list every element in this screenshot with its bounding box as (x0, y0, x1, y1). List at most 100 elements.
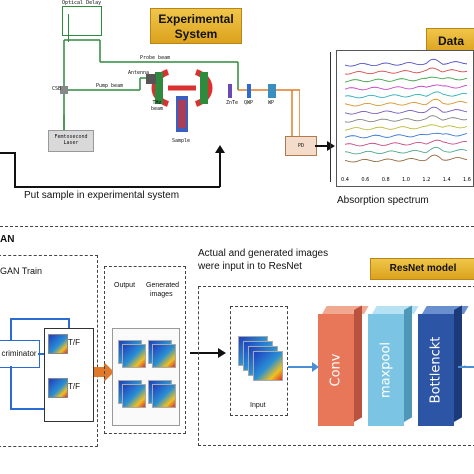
spectrum-line (344, 67, 468, 75)
tf-top-box (48, 334, 68, 354)
section-divider (0, 226, 474, 227)
spectrum-line (344, 84, 468, 91)
put-sample-caption: Put sample in experimental system (24, 190, 180, 201)
spectrum-line (344, 58, 468, 67)
experimental-title-line1: Experimental (158, 12, 234, 26)
optical-delay-label: Optical Delay (62, 0, 102, 6)
spectrum-line (344, 106, 468, 115)
sample-input-line-bottom (14, 186, 220, 188)
x-tick-label: 1.0 (402, 177, 410, 183)
feedback-line-left (10, 318, 12, 340)
ellipsis-icon: •• (460, 362, 467, 372)
resnet-title-box: ResNet model (370, 258, 474, 280)
x-tick-label: 0.4 (341, 177, 349, 183)
qwp-label: QWP (244, 100, 254, 106)
pd-box: PD (285, 136, 317, 156)
arrow-right-icon (218, 348, 226, 358)
experimental-title-line2: System (174, 27, 218, 41)
continuation-arrow (458, 366, 474, 368)
data-bracket-left (330, 52, 335, 182)
conv-block-front: Conv (318, 314, 354, 426)
znte-label: ZnTe (226, 100, 239, 106)
csb-label: CSB (52, 86, 62, 92)
conv-block: Conv (318, 305, 369, 426)
pump-beam-label: Pump beam (96, 83, 124, 89)
resnet-caption-line1: Actual and generated images (198, 248, 329, 259)
data-plot-svg: 0.4 0.6 0.8 1.0 1.2 1.4 1.6 (341, 58, 471, 183)
spectrum-line (344, 139, 468, 147)
x-tick-label: 1.6 (463, 177, 471, 183)
gan-section-label: AN (0, 234, 15, 245)
generated-image-tile (152, 384, 176, 408)
spectrum-line (344, 91, 468, 99)
spectrum-line (344, 124, 468, 131)
tf-bottom-box (48, 378, 68, 398)
spectrum-line (344, 146, 468, 155)
spectrum-line (344, 132, 468, 139)
spectrum-line (344, 154, 468, 163)
spectrum-line (344, 115, 468, 123)
beam-path-diagram (60, 39, 300, 140)
optical-delay-arrow (68, 14, 69, 42)
femtosecond-laser-box: Femtosecond Laser (48, 130, 94, 152)
femtosecond-label-line1: Femtosecond (54, 134, 88, 140)
maxpool-block-side (404, 305, 412, 422)
x-tick-label: 0.6 (361, 177, 369, 183)
generated-label-line2: images (150, 291, 173, 298)
x-tick-label: 1.2 (422, 177, 430, 183)
spectrum-line (344, 76, 468, 83)
generated-image-tile (152, 344, 176, 368)
input-to-conv-arrow (288, 366, 314, 368)
input-image-tile (253, 351, 283, 381)
generated-image-tile (122, 344, 146, 368)
input-box (230, 306, 288, 416)
sample-input-line-vertical (14, 152, 16, 187)
tf-top-label: T/F (68, 338, 80, 347)
to-resnet-line (190, 352, 220, 354)
probe-beam-label: Probe beam (140, 55, 171, 61)
discriminator-box: criminator (0, 340, 40, 368)
resnet-caption-line2: were input in to ResNet (198, 261, 302, 272)
experimental-title-box: Experimental System (150, 8, 242, 44)
orange-arrow-icon (94, 367, 106, 377)
orange-arrow-head (104, 362, 114, 382)
generated-image-tile (122, 384, 146, 408)
antenna-label: Antenna (128, 70, 150, 76)
input-label: Input (250, 402, 266, 409)
feedback-line-left-bottom (10, 366, 12, 408)
sample-label: Sample (172, 138, 191, 144)
arrow-right-icon (312, 362, 319, 372)
data-title-box: Data (426, 28, 474, 54)
tf-arrow-line (38, 353, 44, 355)
generated-label-line1: Generated (146, 282, 180, 289)
bottleneck-block-front: Bottlenckt (418, 314, 454, 426)
x-tick-label: 1.4 (443, 177, 451, 183)
pd-to-data-line (315, 145, 329, 147)
bottleneck-block: Bottlenckt (418, 305, 469, 426)
data-plot-frame: 0.4 0.6 0.8 1.0 1.2 1.4 1.6 (336, 50, 474, 187)
resnet-model-box (198, 286, 474, 446)
optical-delay-box (62, 6, 102, 36)
thz-beam-label: THz beam (150, 100, 164, 112)
feedback-line-right (68, 318, 70, 328)
conv-block-side (354, 305, 362, 422)
arrow-right-icon (327, 141, 335, 151)
sample-input-line (0, 152, 14, 154)
gan-train-box (0, 255, 98, 447)
sample-input-line-up (219, 150, 221, 187)
x-tick-label: 0.8 (382, 177, 390, 183)
pd-label: PD (297, 143, 305, 149)
wp-label: WP (268, 100, 275, 106)
arrow-up-icon (215, 145, 225, 153)
generated-images-box (104, 266, 186, 434)
maxpool-block: maxpool (368, 305, 419, 426)
feedback-line-top (10, 318, 68, 320)
output-label: Output (114, 282, 136, 289)
maxpool-block-front: maxpool (368, 314, 404, 426)
gan-train-label: GAN Train (0, 266, 43, 276)
spectrum-line (344, 98, 468, 107)
absorption-caption: Absorption spectrum (337, 195, 429, 206)
feedback-line-bottom (10, 408, 68, 410)
tf-bottom-label: T/F (68, 382, 80, 391)
femtosecond-label-line2: Laser (63, 140, 79, 146)
